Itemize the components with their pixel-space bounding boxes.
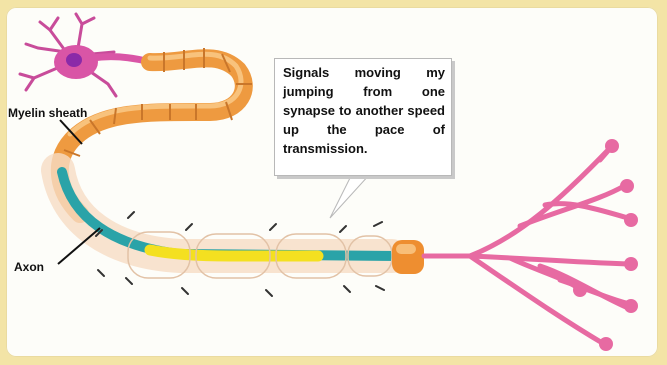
- upper-myelin: [60, 58, 244, 214]
- terminal-buttons: [573, 139, 638, 351]
- axon-label: Axon: [14, 260, 44, 274]
- nucleus: [66, 53, 82, 67]
- callout-text: Signals moving my jumping from one synap…: [283, 63, 445, 158]
- axon-terminal-highlight: [396, 244, 416, 254]
- callout-box: Signals moving my jumping from one synap…: [274, 58, 452, 176]
- myelin-sheath-label: Myelin sheath: [8, 106, 87, 120]
- transparent-sheath: [58, 170, 392, 256]
- callout-pointer: [330, 174, 370, 218]
- terminal-branches: [424, 144, 630, 344]
- signal-pulse: [150, 250, 318, 256]
